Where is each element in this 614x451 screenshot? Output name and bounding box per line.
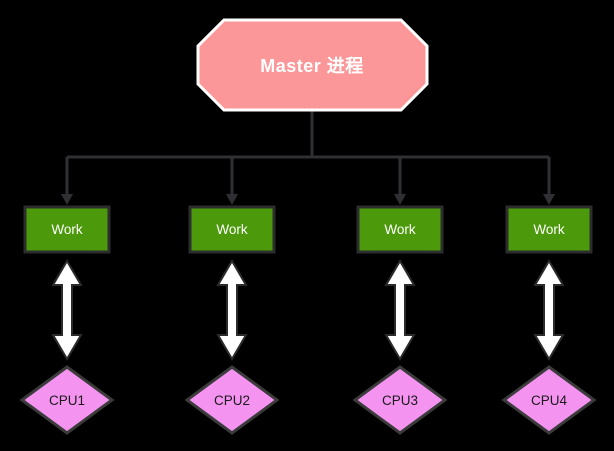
arrowhead-down-icon	[226, 194, 238, 205]
double-arrow-icon	[51, 259, 83, 361]
master-to-workers-connector	[61, 111, 555, 205]
arrowhead-down-icon	[61, 194, 73, 205]
worker-label: Work	[51, 222, 83, 237]
worker-node	[356, 205, 444, 254]
cpu-label: CPU2	[214, 393, 250, 408]
double-arrow-icon	[384, 259, 416, 361]
diagram-column-1: Work CPU1	[19, 205, 115, 435]
master-octagon	[196, 18, 429, 112]
cpu-label: CPU3	[382, 393, 418, 408]
worker-node	[188, 205, 276, 254]
master-node: Master 进程	[196, 18, 429, 112]
double-arrow-icon	[533, 259, 565, 361]
master-label: Master 进程	[260, 56, 364, 76]
worker-node	[505, 205, 593, 254]
cpu-node	[184, 365, 280, 435]
cpu-node	[352, 365, 448, 435]
cpu-node	[501, 365, 597, 435]
worker-label: Work	[384, 222, 416, 237]
diagram-column-4: Work CPU4	[501, 205, 597, 435]
cpu-node	[19, 365, 115, 435]
double-arrow-icon	[216, 259, 248, 361]
arrowhead-down-icon	[543, 194, 555, 205]
arrowhead-down-icon	[394, 194, 406, 205]
worker-node	[23, 205, 111, 254]
connector-line	[65, 111, 551, 195]
worker-label: Work	[533, 222, 565, 237]
cpu-label: CPU4	[531, 393, 568, 408]
diagram-column-3: Work CPU3	[352, 205, 448, 435]
worker-label: Work	[216, 222, 248, 237]
cpu-label: CPU1	[49, 393, 85, 408]
diagram-column-2: Work CPU2	[184, 205, 280, 435]
